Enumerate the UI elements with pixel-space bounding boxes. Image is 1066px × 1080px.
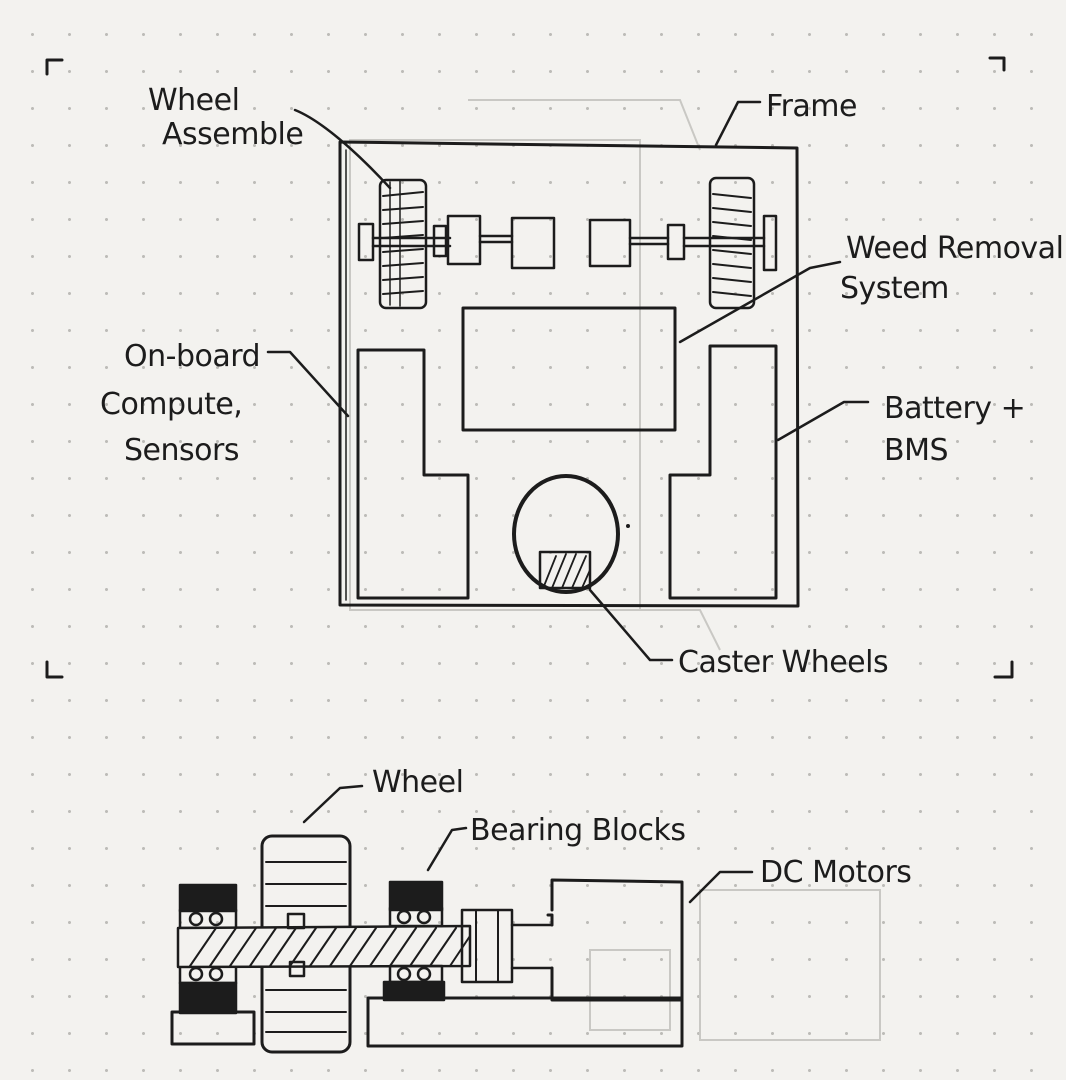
coupler — [462, 910, 552, 982]
base-plate-right — [368, 998, 682, 1046]
weed-removal-block — [463, 308, 675, 430]
leader-caster — [590, 590, 672, 660]
leader-bearing-blocks — [428, 828, 466, 870]
label-dc-motors: DC Motors — [760, 855, 911, 890]
frame-outline — [340, 142, 798, 606]
label-battery: Battery + BMS — [884, 391, 1034, 468]
leader-frame — [716, 102, 760, 145]
battery-block — [670, 346, 776, 598]
side-view-diagram: Wheel Bearing Blocks DC Motors — [172, 765, 911, 1052]
label-bearing-blocks: Bearing Blocks — [470, 813, 685, 848]
label-wheel: Wheel — [372, 765, 463, 800]
label-wheel-assembly: Wheel Assemble — [148, 83, 303, 152]
leader-battery — [778, 402, 868, 440]
top-view-diagram: Wheel Assemble Frame Weed Removal System… — [100, 83, 1066, 680]
label-frame: Frame — [766, 89, 857, 124]
leader-wheel — [304, 786, 362, 822]
caster-wheel — [514, 476, 630, 592]
left-wheel-assembly — [359, 180, 554, 308]
label-weed-removal: Weed Removal System — [840, 231, 1066, 306]
label-compute: On-board Compute, Sensors — [100, 339, 269, 468]
leader-wheel-assembly — [295, 110, 390, 188]
right-wheel-assembly — [590, 178, 776, 308]
leader-weed-removal — [680, 262, 840, 342]
label-caster: Caster Wheels — [678, 645, 888, 680]
dc-motor — [548, 880, 682, 1000]
base-plate-left — [172, 1012, 254, 1044]
compute-block — [358, 350, 468, 598]
leader-compute — [268, 352, 348, 416]
